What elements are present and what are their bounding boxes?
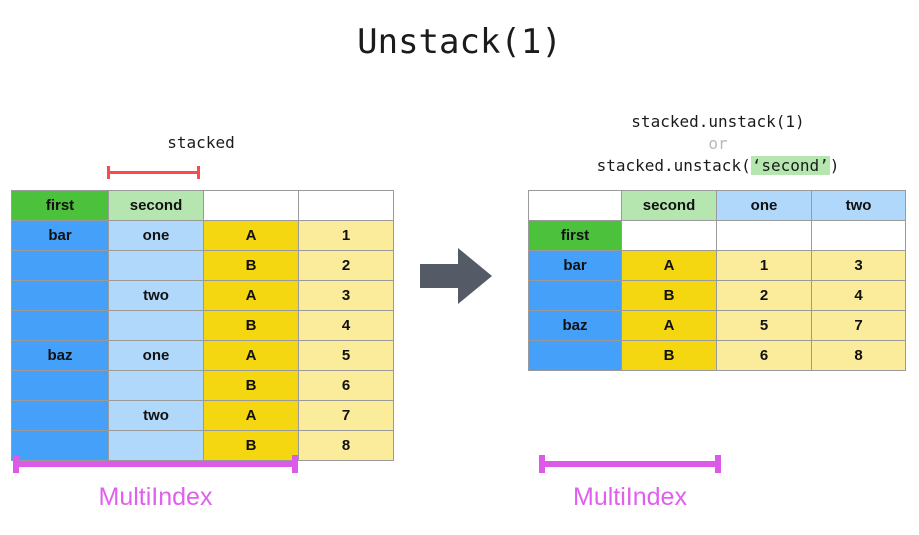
cell-two: 3: [811, 250, 906, 281]
table-row: bar A 1 3: [528, 250, 906, 281]
subheader-blank-3: [811, 220, 906, 251]
cell-first: [11, 280, 109, 311]
caption-line-3-suffix: ): [829, 156, 840, 175]
header-blank-1: [203, 190, 299, 221]
cell-letter: A: [203, 340, 299, 371]
header-blank-2: [298, 190, 394, 221]
cell-first: [11, 250, 109, 281]
cell-value: 6: [298, 370, 394, 401]
bracket-cap-right: [292, 455, 298, 473]
cell-second: two: [108, 280, 204, 311]
table-row: two A 3: [11, 280, 394, 311]
bracket-cap-right: [197, 166, 200, 179]
cell-one: 1: [716, 250, 812, 281]
subheader-blank-2: [716, 220, 812, 251]
cell-two: 7: [811, 310, 906, 341]
caption-line-1: stacked.unstack(1): [631, 112, 805, 131]
header-one: one: [716, 190, 812, 221]
cell-one: 2: [716, 280, 812, 311]
cell-value: 7: [298, 400, 394, 431]
cell-first: baz: [11, 340, 109, 371]
header-second: second: [108, 190, 204, 221]
caption-line-3-prefix: stacked.unstack(: [596, 156, 751, 175]
unstacked-table: second one two first bar A 1 3 B 2 4 baz…: [528, 190, 906, 371]
caption-line-3-arg: ‘second’: [750, 156, 830, 175]
cell-two: 8: [811, 340, 906, 371]
cell-letter: A: [621, 250, 717, 281]
cell-second: [108, 370, 204, 401]
page-title: Unstack(1): [357, 22, 562, 62]
multiindex-label-left: MultiIndex: [98, 483, 213, 511]
cell-first: [528, 280, 622, 311]
cell-letter: A: [621, 310, 717, 341]
subheader-blank-1: [621, 220, 717, 251]
cell-letter: B: [203, 430, 299, 461]
table-header-row: second one two: [528, 190, 906, 221]
cell-second: [108, 250, 204, 281]
cell-letter: A: [203, 280, 299, 311]
cell-value: 2: [298, 250, 394, 281]
stacked-table: first second bar one A 1 B 2 two A 3 B: [11, 190, 394, 461]
table-row: two A 7: [11, 400, 394, 431]
multiindex-label-right: MultiIndex: [573, 483, 687, 511]
cell-first: bar: [528, 250, 622, 281]
cell-value: 5: [298, 340, 394, 371]
cell-value: 1: [298, 220, 394, 251]
bracket-bar: [13, 461, 298, 467]
table-row: bar one A 1: [11, 220, 394, 251]
table-row: B 2 4: [528, 280, 906, 311]
header-second: second: [621, 190, 717, 221]
header-two: two: [811, 190, 906, 221]
table-subheader-row: first: [528, 220, 906, 251]
multiindex-bracket-left: [13, 455, 298, 473]
multiindex-bracket-right: [539, 455, 721, 473]
cell-value: 3: [298, 280, 394, 311]
table-row: B 4: [11, 310, 394, 341]
bracket-bar: [107, 171, 200, 174]
table-row: B 2: [11, 250, 394, 281]
cell-letter: A: [203, 220, 299, 251]
cell-first: [11, 370, 109, 401]
cell-letter: B: [203, 250, 299, 281]
right-arrow-icon: [420, 248, 492, 304]
cell-first: bar: [11, 220, 109, 251]
table-header-row: first second: [11, 190, 394, 221]
table-row: B 8: [11, 430, 394, 461]
header-first: first: [11, 190, 109, 221]
cell-one: 6: [716, 340, 812, 371]
cell-value: 4: [298, 310, 394, 341]
cell-letter: B: [621, 340, 717, 371]
table-row: B 6 8: [528, 340, 906, 371]
cell-letter: B: [203, 370, 299, 401]
cell-second: one: [108, 220, 204, 251]
bracket-bar: [539, 461, 721, 467]
bracket-cap-right: [715, 455, 721, 473]
table-row: baz one A 5: [11, 340, 394, 371]
cell-second: two: [108, 400, 204, 431]
cell-first: baz: [528, 310, 622, 341]
cell-letter: B: [621, 280, 717, 311]
cell-letter: A: [203, 400, 299, 431]
cell-first: [11, 430, 109, 461]
cell-one: 5: [716, 310, 812, 341]
cell-first: [528, 340, 622, 371]
cell-two: 4: [811, 280, 906, 311]
table-row: baz A 5 7: [528, 310, 906, 341]
cell-value: 8: [298, 430, 394, 461]
subheader-first: first: [528, 220, 622, 251]
cell-first: [11, 310, 109, 341]
cell-second: [108, 310, 204, 341]
right-table-caption: stacked.unstack(1) or stacked.unstack(‘s…: [528, 111, 908, 177]
header-blank: [528, 190, 622, 221]
second-column-bracket: [107, 166, 200, 179]
cell-first: [11, 400, 109, 431]
table-row: B 6: [11, 370, 394, 401]
left-table-caption: stacked: [167, 133, 235, 152]
cell-second: one: [108, 340, 204, 371]
caption-or: or: [708, 134, 728, 153]
cell-letter: B: [203, 310, 299, 341]
